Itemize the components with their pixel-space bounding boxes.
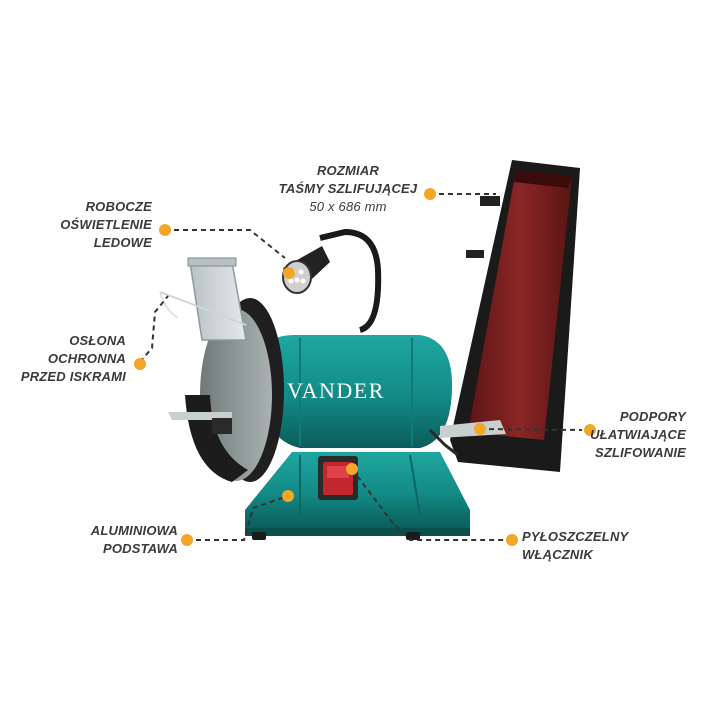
belt-size-line-3: 50 x 686 mm: [309, 199, 387, 214]
marker-led-lamp: [283, 267, 295, 279]
leader-supports: [479, 428, 583, 431]
marker-base: [181, 534, 193, 546]
marker-led-light: [159, 224, 171, 236]
leader-spark-guard: [139, 295, 169, 363]
spark-guard-line-3: PRZED ISKRAMI: [20, 369, 126, 384]
belt-size-line-1: ROZMIAR: [316, 163, 380, 178]
callout-spark-guard: OSŁONA OCHRONNA PRZED ISKRAMI: [10, 332, 126, 386]
marker-switch: [506, 534, 518, 546]
led-light-line-3: LEDOWE: [93, 235, 152, 250]
grinding-wheel-assembly: [168, 298, 284, 482]
callout-leaders: [139, 193, 583, 541]
spark-guard: [159, 257, 247, 341]
callout-base: ALUMINIOWA PODSTAWA: [40, 522, 178, 558]
callout-belt-size: ROZMIAR TAŚMY SZLIFUJĄCEJ 50 x 686 mm: [268, 162, 428, 216]
base-line-1: ALUMINIOWA: [90, 523, 178, 538]
callout-markers: [134, 188, 596, 546]
marker-belt-size: [424, 188, 436, 200]
leader-led-light: [165, 229, 286, 259]
leader-base: [187, 495, 289, 541]
switch-line-1: PYŁOSZCZELNY: [522, 529, 629, 544]
callout-supports: PODPORY UŁATWIAJĄCE SZLIFOWANIE: [576, 408, 686, 462]
spark-guard-line-2: OCHRONNA: [47, 351, 126, 366]
dustproof-switch: [318, 456, 358, 500]
supports-line-2: UŁATWIAJĄCE: [590, 427, 686, 442]
marker-switch-part: [346, 463, 358, 475]
marker-supports-label: [584, 424, 596, 436]
belt-size-line-2: TAŚMY SZLIFUJĄCEJ: [278, 181, 418, 196]
supports-line-1: PODPORY: [619, 409, 686, 424]
marker-spark-guard: [134, 358, 146, 370]
led-light-line-2: OŚWIETLENIE: [60, 217, 152, 232]
led-work-light: [282, 228, 382, 333]
belt-sander: [428, 160, 580, 472]
led-light-line-1: ROBOCZE: [85, 199, 152, 214]
marker-base-part: [282, 490, 294, 502]
switch-line-2: WŁĄCZNIK: [522, 547, 593, 562]
vander-logo: VANDER: [287, 378, 385, 403]
callout-switch: PYŁOSZCZELNY WŁĄCZNIK: [522, 528, 652, 564]
base-line-2: PODSTAWA: [102, 541, 178, 556]
supports-line-3: SZLIFOWANIE: [594, 445, 686, 460]
spark-guard-line-1: OSŁONA: [69, 333, 126, 348]
marker-supports: [474, 423, 486, 435]
callout-led-light: ROBOCZE OŚWIETLENIE LEDOWE: [36, 198, 152, 252]
